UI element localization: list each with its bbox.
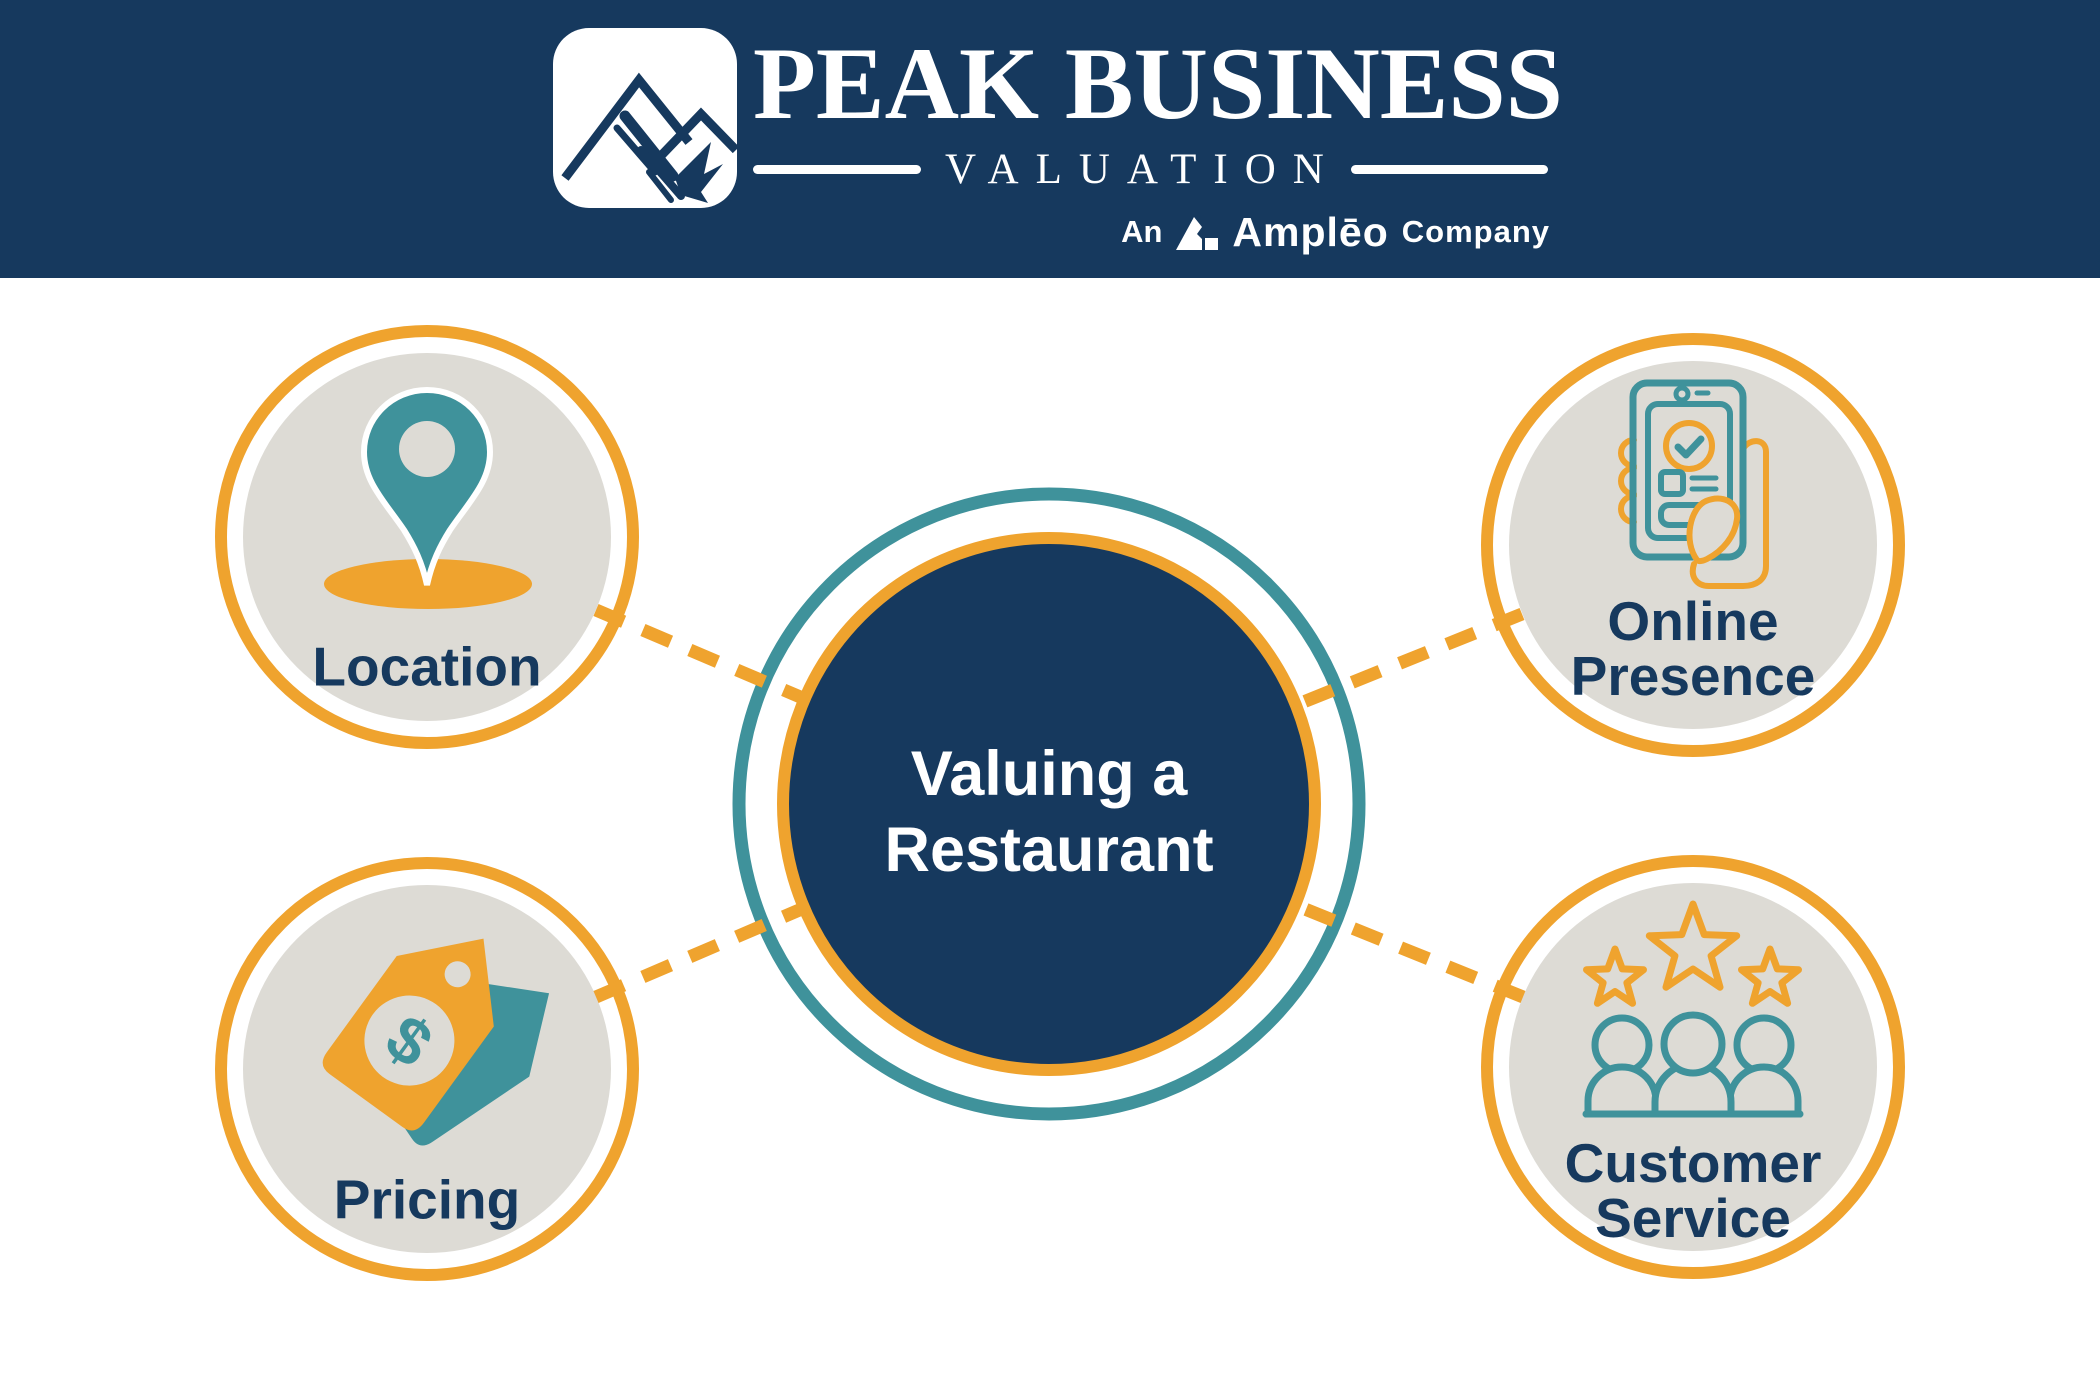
star-left-icon xyxy=(1583,945,1647,1007)
hub-label: Valuing a Restaurant xyxy=(884,736,1213,888)
online-presence-line1: Online xyxy=(1607,590,1779,652)
price-tags-icon: $ xyxy=(322,938,550,1146)
peak-logo xyxy=(553,28,740,208)
hub-circle xyxy=(777,532,1321,1076)
customer-service-line1: Customer xyxy=(1564,1132,1822,1194)
hub-label-line1: Valuing a xyxy=(910,739,1188,809)
hub-label-line2: Restaurant xyxy=(884,815,1214,885)
node-label-online-presence: Online Presence xyxy=(1571,594,1816,704)
node-label-pricing: Pricing xyxy=(333,1168,521,1231)
node-label-location: Location xyxy=(312,635,542,698)
connector-online-presence xyxy=(1293,607,1525,712)
connector-location xyxy=(593,604,808,705)
byline-suffix: Company xyxy=(1401,214,1550,249)
ampleo-mountain-icon xyxy=(1176,217,1219,250)
subtitle-left-rule xyxy=(753,164,921,174)
node-label-customer-service: Customer Service xyxy=(1565,1136,1822,1246)
online-presence-ring xyxy=(1481,333,1905,757)
customer-service-line2: Service xyxy=(1595,1187,1791,1249)
ampleo-byline: An Amplēo Company xyxy=(1050,206,1550,258)
star-middle-icon xyxy=(1645,900,1741,991)
brand-subtitle: VALUATION xyxy=(945,145,1341,193)
byline-prefix: An xyxy=(1121,214,1163,249)
pricing-ring xyxy=(215,857,639,1281)
online-presence-line2: Presence xyxy=(1570,645,1816,707)
brand-title: PEAK BUSINESS xyxy=(753,27,1563,141)
hub-teal-ring xyxy=(732,487,1366,1121)
connector-pricing xyxy=(593,902,807,1003)
mountain-logo-icon xyxy=(561,72,740,203)
location-ring xyxy=(215,325,639,749)
star-right-icon xyxy=(1738,945,1802,1007)
customer-service-ring xyxy=(1481,855,1905,1279)
byline-company: Amplēo xyxy=(1232,208,1389,255)
connector-customer-service xyxy=(1292,898,1526,1004)
location-pin-icon xyxy=(324,386,532,609)
stars-and-people-icon xyxy=(1582,900,1804,1118)
subtitle-right-rule xyxy=(1350,164,1548,174)
phone-in-hand-icon xyxy=(1618,379,1769,589)
header-banner: PEAK BUSINESS VALUATION An Amplēo Compan… xyxy=(0,0,2100,278)
brand-subtitle-row: VALUATION xyxy=(753,146,1548,193)
